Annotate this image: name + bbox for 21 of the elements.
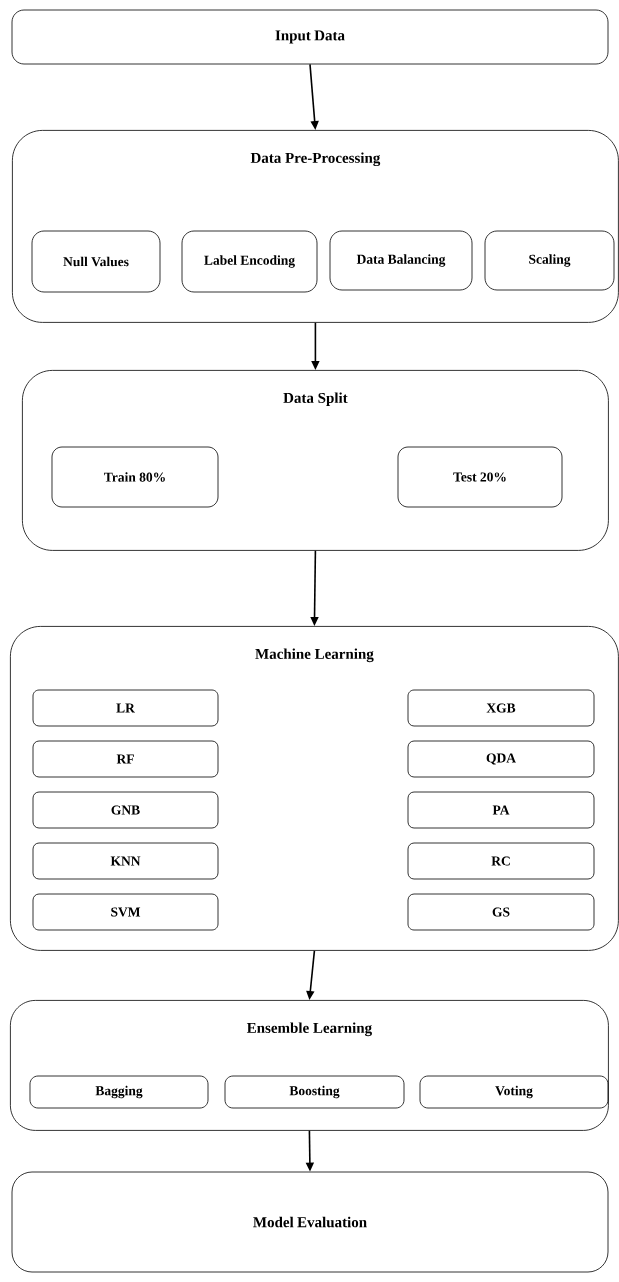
- process-box: LR: [32, 689, 219, 727]
- process-box: Train 80%: [51, 446, 219, 508]
- process-box: QDA: [407, 740, 595, 778]
- process-box: Label Encoding: [181, 230, 318, 293]
- process-box: Bagging: [29, 1075, 209, 1109]
- process-box: Data Balancing: [329, 230, 473, 291]
- process-box: SVM: [32, 893, 219, 931]
- process-box: Boosting: [224, 1075, 405, 1109]
- process-box: XGB: [407, 689, 595, 727]
- process-box: Input Data: [11, 9, 609, 65]
- process-box: Model Evaluation: [11, 1171, 609, 1273]
- process-box: KNN: [32, 842, 219, 880]
- process-box: Test 20%: [397, 446, 563, 508]
- process-box: Null Values: [31, 230, 161, 293]
- process-box: RF: [32, 740, 219, 778]
- process-box: GS: [407, 893, 595, 931]
- process-box: Voting: [419, 1075, 609, 1109]
- process-box: GNB: [32, 791, 219, 829]
- process-box: PA: [407, 791, 595, 829]
- process-box: Scaling: [484, 230, 615, 291]
- process-box: RC: [407, 842, 595, 880]
